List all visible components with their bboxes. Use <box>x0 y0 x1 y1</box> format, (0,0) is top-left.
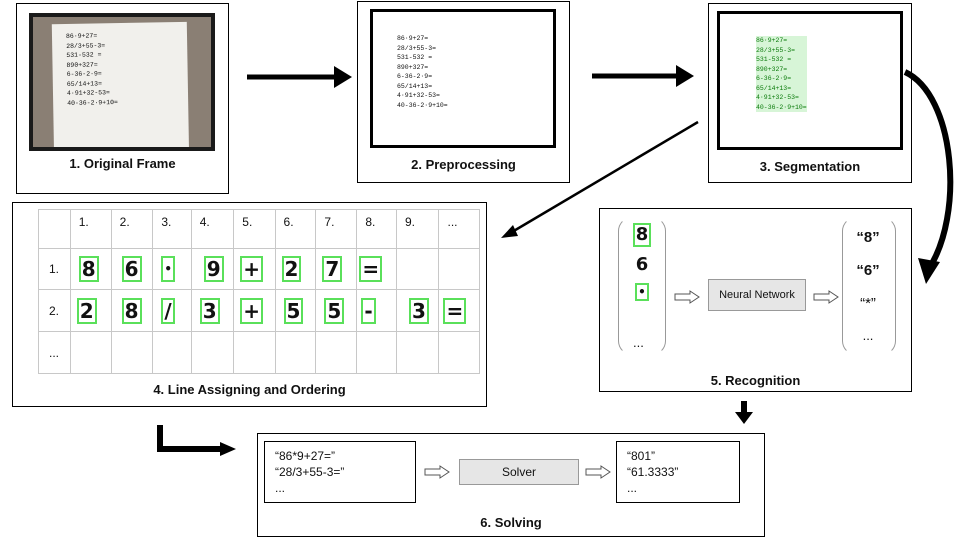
results-box: “801” “61.3333” ... <box>616 441 740 503</box>
panel-recognition: 8 6 • ... Neural Network “8” “6” “*” ...… <box>599 208 912 392</box>
arrow-to-solver-icon <box>424 465 450 479</box>
hw-line: 40-36-2·9+10= <box>756 102 807 112</box>
symbol-cell: 6 <box>121 256 142 282</box>
caption-recognition: 5. Recognition <box>710 373 801 388</box>
solver-box: Solver <box>459 459 579 485</box>
solver-label: Solver <box>501 465 536 479</box>
panel-solving: “86*9+27=” “28/3+55-3=” ... Solver “801”… <box>257 433 765 537</box>
input-symbol: 6 <box>635 254 649 275</box>
symbol-cell: 8 <box>78 256 99 282</box>
symbol-cell: = <box>359 256 383 282</box>
col-header: 5. <box>233 209 276 249</box>
expressions-box: “86*9+27=” “28/3+55-3=” ... <box>264 441 416 503</box>
hw-line: 6-36-2·9= <box>756 74 807 84</box>
photo-carpet: 86·9+27= 28/3+55-3= 531-532 = 890+327= 6… <box>33 17 211 147</box>
symbol-cell: + <box>240 256 264 282</box>
result: “61.3333” <box>627 465 679 479</box>
symbol-cell: + <box>240 297 264 324</box>
output-label: “*” <box>860 295 876 312</box>
caption-line-assigning: 4. Line Assigning and Ordering <box>153 382 346 397</box>
symbol-cell: 3 <box>199 297 220 324</box>
arrow-2-to-3-icon <box>592 65 694 87</box>
symbol-cell: 5 <box>283 297 304 324</box>
hw-line: 531-532 = <box>397 54 433 61</box>
hw-line: 890+327= <box>756 64 807 74</box>
input-bracket <box>618 217 666 355</box>
binary-text: 86·9+27= 28/3+55-3= 531-532 = 890+327= 6… <box>397 34 448 110</box>
caption-preprocessing: 2. Preprocessing <box>411 157 516 172</box>
hw-line: 28/3+55-3= <box>756 45 807 55</box>
col-header: 2. <box>110 209 154 249</box>
photo-frame: 86·9+27= 28/3+55-3= 531-532 = 890+327= 6… <box>29 13 215 151</box>
hw-line: 890+327= <box>397 63 429 71</box>
symbol-cell: 5 <box>324 297 345 324</box>
hw-line: 28/3+55-3= <box>397 44 437 52</box>
arrow-5-to-6-icon <box>735 401 753 424</box>
segmented-text: 86·9+27= 28/3+55-3= 531-532 = 890+327= 6… <box>756 36 807 112</box>
caption-segmentation: 3. Segmentation <box>759 159 861 174</box>
col-header: 9. <box>395 209 440 249</box>
symbol-cell: 9 <box>203 256 224 282</box>
neural-network-label: Neural Network <box>719 289 795 301</box>
col-header: ... <box>438 209 480 249</box>
symbol-cell: 2 <box>76 297 97 324</box>
output-labels: “8” “6” “*” ... <box>846 229 890 343</box>
panel-segmentation: 86·9+27= 28/3+55-3= 531-532 = 890+327= 6… <box>708 3 912 183</box>
symbol-cell: / <box>161 297 175 324</box>
hw-line: 40-36-2·9+10= <box>397 101 448 109</box>
input-symbols: 8 6 • <box>631 223 653 301</box>
symbol-cell: - <box>361 297 376 324</box>
symbol-cell: • <box>161 256 176 282</box>
panel-line-assigning: 1. 2. 3. 4. 5. 6. 7. 8. 9. ... 1. 8 6 • … <box>12 202 487 407</box>
segmented-frame: 86·9+27= 28/3+55-3= 531-532 = 890+327= 6… <box>717 11 903 150</box>
symbol-cell: 7 <box>322 256 343 282</box>
symbol-cell: 3 <box>408 297 429 324</box>
output-label: “6” <box>856 262 880 279</box>
arrow-3-to-4-icon <box>501 120 699 238</box>
hw-line: 6-36-2·9= <box>397 73 433 80</box>
expression: ... <box>275 481 286 495</box>
panel-original-frame: 86·9+27= 28/3+55-3= 531-532 = 890+327= 6… <box>16 3 229 194</box>
grid-row-2: 2. 2 8 / 3 + 5 5 - 3 = <box>38 289 480 332</box>
hw-line: 86·9+27= <box>756 36 807 46</box>
binary-frame: 86·9+27= 28/3+55-3= 531-532 = 890+327= 6… <box>370 9 556 148</box>
grid-row-3: ... <box>38 331 480 374</box>
hw-line: 4·91+32-53= <box>756 93 807 103</box>
input-more: ... <box>633 335 644 350</box>
expression: “86*9+27=” <box>275 449 336 463</box>
input-symbol: • <box>635 283 649 301</box>
arrow-out-icon <box>813 290 839 304</box>
symbol-grid: 1. 2. 3. 4. 5. 6. 7. 8. 9. ... 1. 8 6 • … <box>38 209 480 374</box>
arrow-from-solver-icon <box>585 465 611 479</box>
col-header: 1. <box>69 209 112 249</box>
input-symbol: 8 <box>632 223 652 247</box>
hw-line: 86·9+27= <box>397 35 429 42</box>
symbol-cell: = <box>443 297 467 324</box>
output-more: ... <box>862 328 874 343</box>
caption-solving: 6. Solving <box>480 515 542 530</box>
output-bracket <box>842 217 896 355</box>
arrow-4-to-6-icon <box>157 425 236 456</box>
symbol-cell: 8 <box>121 297 142 324</box>
caption-original-frame: 1. Original Frame <box>69 156 176 171</box>
output-label: “8” <box>856 229 880 246</box>
panel-preprocessing: 86·9+27= 28/3+55-3= 531-532 = 890+327= 6… <box>357 1 570 183</box>
arrow-in-icon <box>674 290 700 304</box>
col-header: 6. <box>274 209 317 249</box>
hw-line: 65/14+13= <box>397 82 433 90</box>
hw-line: 4·91+32-53= <box>397 92 440 99</box>
result: “801” <box>627 449 656 463</box>
grid-row-1: 1. 8 6 • 9 + 2 7 = <box>38 248 480 290</box>
result: ... <box>627 481 638 495</box>
arrow-3-to-5-icon <box>903 69 954 284</box>
neural-network-box: Neural Network <box>708 279 806 311</box>
hw-line: 65/14+13= <box>756 83 807 93</box>
arrow-1-to-2-icon <box>247 66 352 88</box>
expression: “28/3+55-3=” <box>275 465 345 479</box>
row-header: ... <box>38 331 71 374</box>
symbol-cell: 2 <box>281 256 302 282</box>
hw-line: 531-532 = <box>756 55 807 65</box>
col-header: 4. <box>190 209 235 249</box>
